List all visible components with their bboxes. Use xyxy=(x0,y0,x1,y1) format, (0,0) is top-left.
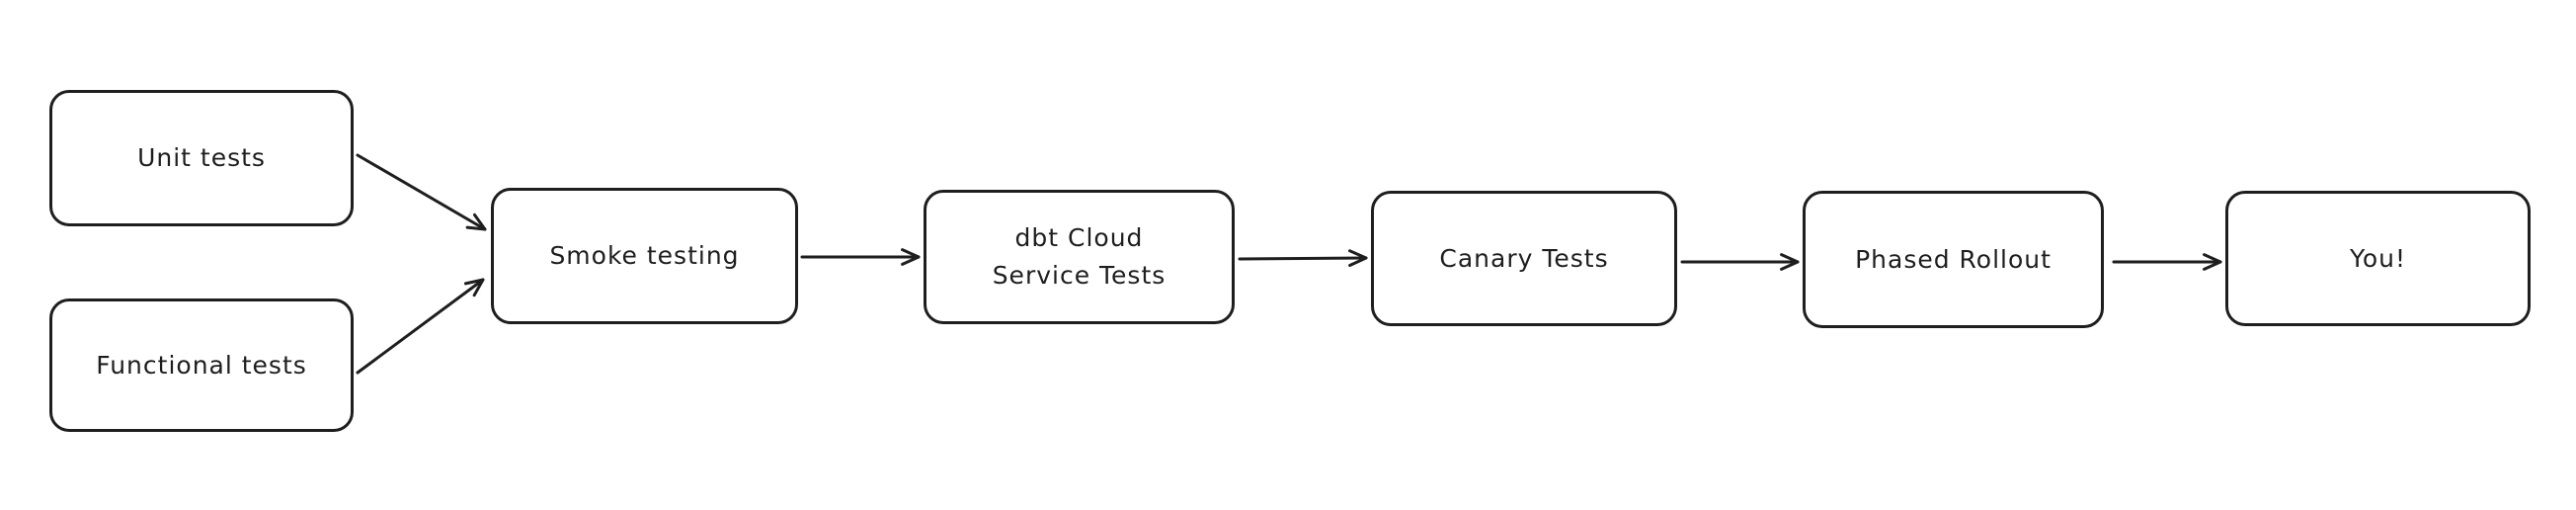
node-label: Phased Rollout xyxy=(1855,241,2052,279)
node-label-line: Smoke testing xyxy=(549,241,740,270)
node-label: Functional tests xyxy=(96,347,307,384)
node-functional-tests: Functional tests xyxy=(49,298,354,432)
node-label-line: You! xyxy=(2349,243,2407,273)
node-phased-rollout: Phased Rollout xyxy=(1803,191,2104,328)
node-smoke-testing: Smoke testing xyxy=(491,188,798,324)
node-you: You! xyxy=(2225,191,2531,326)
node-label-line: Phased Rollout xyxy=(1855,244,2052,274)
node-label-line: Functional tests xyxy=(96,350,307,380)
arrowhead-icon xyxy=(463,278,485,298)
arrow-dbt-cloud-to-canary-tests xyxy=(1238,249,1368,267)
node-label-line: Unit tests xyxy=(137,143,266,172)
node-label-line: Canary Tests xyxy=(1439,243,1609,273)
arrow-functional-tests-to-smoke-testing xyxy=(356,278,485,375)
arrowhead-icon xyxy=(2203,253,2222,271)
arrow-smoke-testing-to-dbt-cloud xyxy=(800,248,921,266)
arrowhead-icon xyxy=(465,212,487,231)
node-label: Smoke testing xyxy=(549,237,739,275)
node-unit-tests: Unit tests xyxy=(49,90,354,226)
arrowhead-icon xyxy=(1780,253,1800,271)
node-label-line: dbt Cloud xyxy=(1014,223,1144,252)
arrowhead-icon xyxy=(901,248,921,266)
arrow-phased-rollout-to-you xyxy=(2112,253,2222,271)
arrow-unit-tests-to-smoke-testing xyxy=(356,153,487,231)
arrow-canary-tests-to-phased-rollout xyxy=(1680,253,1800,271)
node-label: Unit tests xyxy=(137,139,266,177)
node-label-line: Service Tests xyxy=(992,261,1167,290)
arrowhead-icon xyxy=(1348,249,1368,267)
node-canary-tests: Canary Tests xyxy=(1371,191,1677,326)
node-label: Canary Tests xyxy=(1439,240,1608,278)
node-label: You! xyxy=(2350,240,2406,278)
